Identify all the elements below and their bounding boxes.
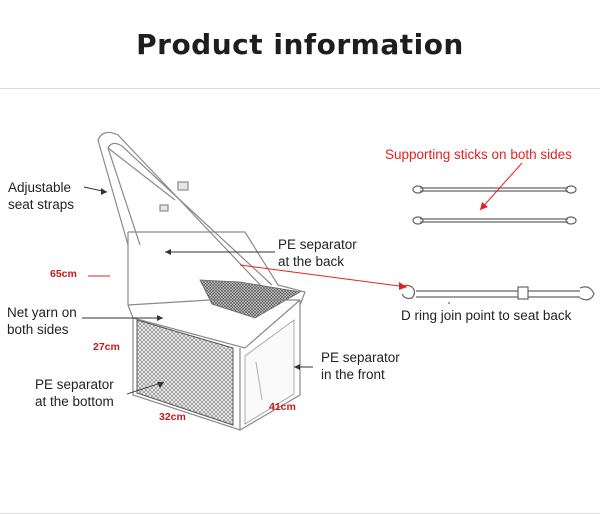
dimension-height-total: 65cm <box>50 268 77 280</box>
page-title: Product information <box>136 28 464 61</box>
red-leaders <box>88 162 523 288</box>
net-side <box>136 319 234 426</box>
label-net-yarn: Net yarn on both sides <box>7 304 77 338</box>
supporting-sticks <box>412 185 577 225</box>
leader-lines <box>82 186 450 395</box>
label-pe-back: PE separator at the back <box>278 236 357 270</box>
label-line: PE separator <box>278 237 357 252</box>
label-line: at the bottom <box>35 394 114 409</box>
arrowheads <box>101 188 300 388</box>
label-line: in the front <box>321 367 385 382</box>
red-arrowheads <box>399 202 488 290</box>
pe-separator-back <box>127 231 306 306</box>
label-line: seat straps <box>8 197 75 212</box>
label-line: PE separator <box>321 350 400 365</box>
label-pe-bottom: PE separator at the bottom <box>35 376 114 410</box>
seat-strap <box>97 131 273 291</box>
label-d-ring: D ring join point to seat back <box>401 308 572 323</box>
label-line: both sides <box>7 322 69 337</box>
label-adjustable-straps: Adjustable seat straps <box>8 179 74 213</box>
dimension-width: 32cm <box>159 411 186 423</box>
label-pe-front: PE separator in the front <box>321 349 400 383</box>
label-line: PE separator <box>35 377 114 392</box>
seat-box <box>127 299 301 431</box>
label-supporting-sticks: Supporting sticks on both sides <box>385 147 572 162</box>
label-line: Adjustable <box>8 180 72 195</box>
d-ring-connector <box>401 284 595 301</box>
dimension-depth: 41cm <box>269 401 296 413</box>
dimension-height-box: 27cm <box>93 341 120 353</box>
label-line: Net yarn on <box>7 305 77 320</box>
label-line: at the back <box>278 254 345 269</box>
